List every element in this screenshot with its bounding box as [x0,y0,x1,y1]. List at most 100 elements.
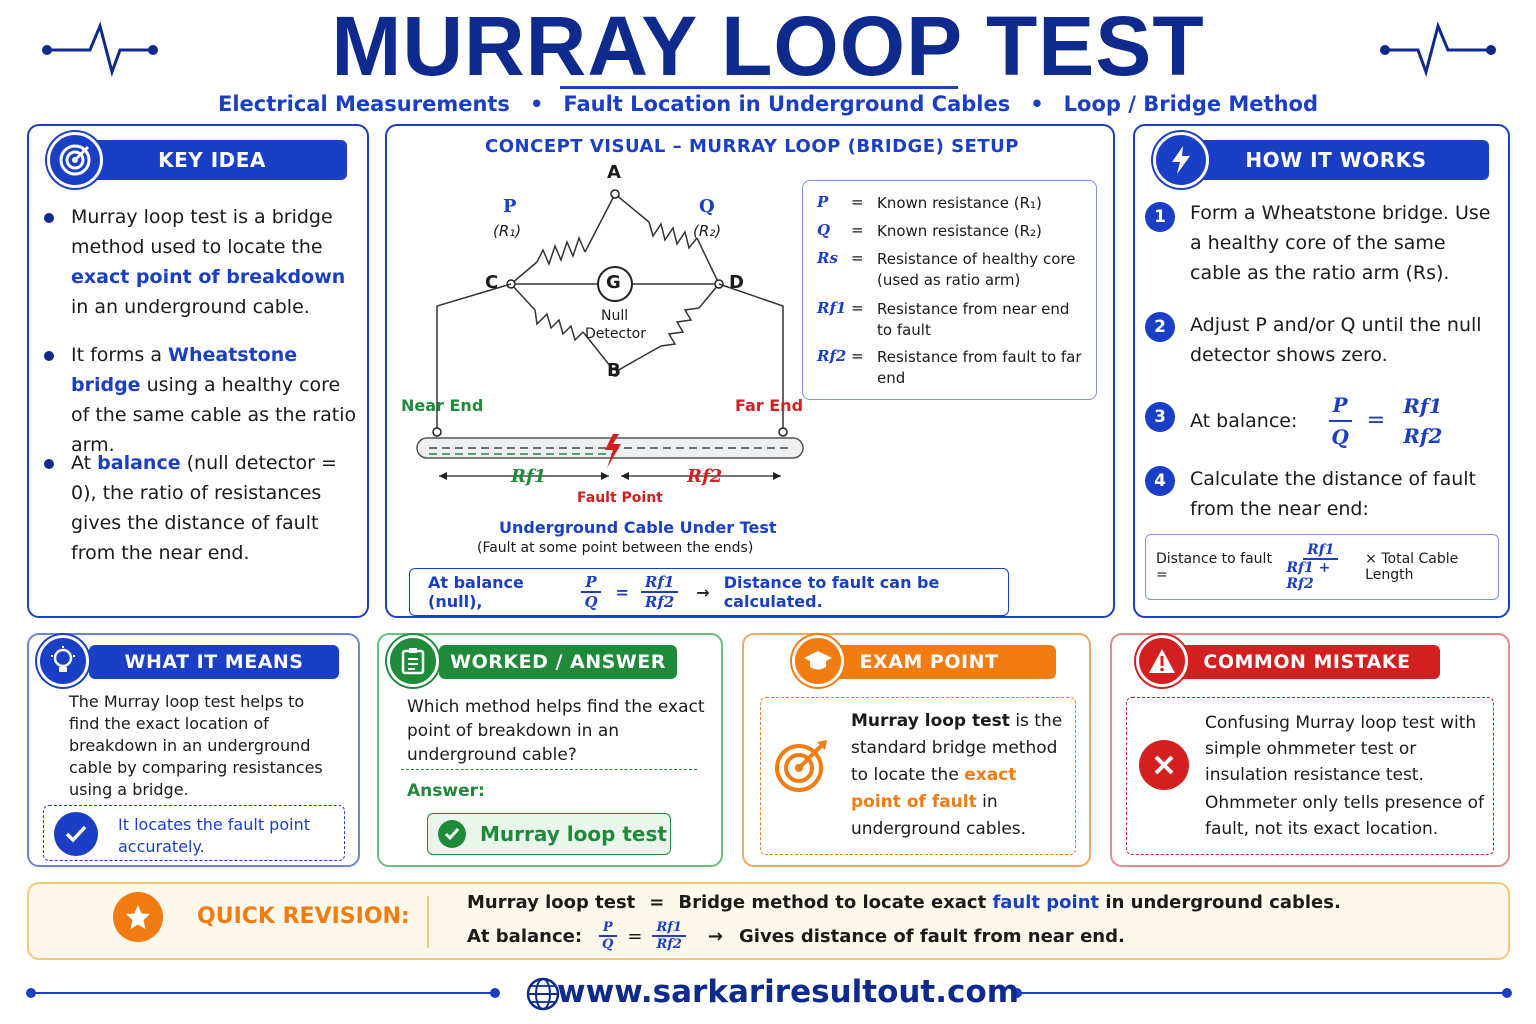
worked-divider [401,769,697,770]
what-text: The Murray loop test helps to find the e… [69,692,323,799]
answer-label: Answer: [407,781,485,801]
warning-icon [1136,635,1188,687]
step-4-text: Calculate the distance of fault from the… [1190,468,1477,520]
key-bullet-2: It forms a Wheatstone bridge using a hea… [41,340,359,460]
globe-icon [526,977,560,1011]
step-2-text: Adjust P and/or Q until the null detecto… [1190,314,1482,366]
title-underline [560,86,958,89]
mistake-text-1: Confusing Murray loop test with simple o… [1205,713,1477,785]
close-icon [1139,740,1189,790]
legend-row: P=Known resistance (R₁) [817,193,1042,212]
footer-line-left [30,992,494,994]
key-idea-panel: KEY IDEA Murray loop test is a bridge me… [27,124,369,618]
node-d-label: D [729,272,744,293]
node-a-label: A [607,162,621,183]
footer-dot [490,988,500,998]
legend-row: Rf1=Resistance from near end to fault [817,299,1070,339]
how-it-works-panel: HOW IT WORKS 1 Form a Wheatstone bridge.… [1133,124,1510,618]
fault-point-label: Fault Point [577,490,663,506]
subtitle-part: Loop / Bridge Method [1063,92,1318,116]
rf2-label: Rf2 [687,466,723,487]
revision-divider [427,896,429,948]
exam-point-panel: EXAM POINT Murray loop test is the stand… [742,633,1091,867]
page-subtitle: Electrical Measurements•Fault Location i… [218,92,1318,116]
concept-title: CONCEPT VISUAL – MURRAY LOOP (BRIDGE) SE… [485,136,1019,157]
page-title: MURRAY LOOP TEST [331,0,1205,93]
worked-answer-panel: WORKED / ANSWER Which method helps find … [377,633,723,867]
subtitle-part: Electrical Measurements [218,92,510,116]
legend-box: P=Known resistance (R₁) Q=Known resistan… [802,180,1097,400]
key-bullet-1: Murray loop test is a bridge method used… [41,202,359,322]
step-number: 2 [1145,312,1175,342]
graduation-cap-icon [792,635,844,687]
star-icon [113,892,163,942]
what-note: It locates the fault point accurately. [118,815,310,856]
check-icon [438,820,466,848]
answer-box: Murray loop test [427,813,671,855]
p-sub-label: (R₁) [493,222,522,240]
concept-panel: CONCEPT VISUAL – MURRAY LOOP (BRIDGE) SE… [385,124,1115,618]
far-end-label: Far End [735,396,804,415]
key-bullet-3: At balance (null detector = 0), the rati… [41,448,359,568]
near-end-label: Near End [401,396,484,415]
lightning-icon [1153,132,1209,188]
q-sub-label: (R₂) [693,222,722,240]
cable-note: (Fault at some point between the ends) [477,540,754,556]
worked-question: Which method helps find the exact point … [407,697,705,765]
revision-heading: QUICK REVISION: [197,904,410,929]
how-it-works-heading: HOW IT WORKS [1183,140,1489,180]
what-it-means-heading: WHAT IT MEANS [89,645,339,679]
website-link[interactable]: www.sarkariresultout.com [556,974,1020,1010]
common-mistake-panel: COMMON MISTAKE Confusing Murray loop tes… [1110,633,1510,867]
galvanometer-label: G [606,272,621,293]
exam-box: Murray loop test is the standard bridge … [760,697,1076,855]
rf1-label: Rf1 [511,466,547,487]
null-detector-label-2: Detector [585,326,647,342]
node-b-label: B [607,360,621,381]
lightbulb-icon [37,635,89,687]
target-icon [775,740,827,792]
step-number: 1 [1145,202,1175,232]
p-label: P [503,196,517,217]
footer-dot [1502,988,1512,998]
legend-row: Rs=Resistance of healthy core (used as r… [817,249,1076,289]
legend-row: Q=Known resistance (R₂) [817,221,1042,240]
subtitle-part: Fault Location in Underground Cables [563,92,1011,116]
target-icon [47,132,103,188]
step-number: 4 [1145,466,1175,496]
bridge-diagram [416,189,804,480]
legend-row: Rf2=Resistance from fault to far end [817,347,1082,387]
quick-revision-panel: QUICK REVISION: Murray loop test=Bridge … [27,882,1510,960]
footer-line-right [1016,992,1506,994]
clipboard-icon [387,635,439,687]
revision-line-1: Murray loop test=Bridge method to locate… [467,892,1341,913]
node-c-label: C [485,272,499,293]
null-detector-label-1: Null [601,308,629,324]
exam-text: Murray loop test is the standard bridge … [851,711,1063,839]
q-label: Q [699,196,715,217]
step-number: 3 [1145,402,1175,432]
pulse-icon-left [42,21,158,78]
worked-heading: WORKED / ANSWER [439,645,677,679]
what-note-box: It locates the fault point accurately. [43,805,345,861]
mistake-heading: COMMON MISTAKE [1174,645,1440,679]
answer-text: Murray loop test [480,822,667,846]
what-it-means-panel: WHAT IT MEANS The Murray loop test helps… [27,633,360,867]
cable-title: Underground Cable Under Test [499,518,777,537]
mistake-text-2: Ohmmeter only tells presence of fault, n… [1205,793,1484,839]
pulse-icon-right [1380,21,1496,78]
mistake-box: Confusing Murray loop test with simple o… [1126,697,1494,855]
check-icon [54,812,98,856]
exam-heading: EXAM POINT [802,645,1056,679]
step-1-text: Form a Wheatstone bridge. Use a healthy … [1190,202,1491,284]
